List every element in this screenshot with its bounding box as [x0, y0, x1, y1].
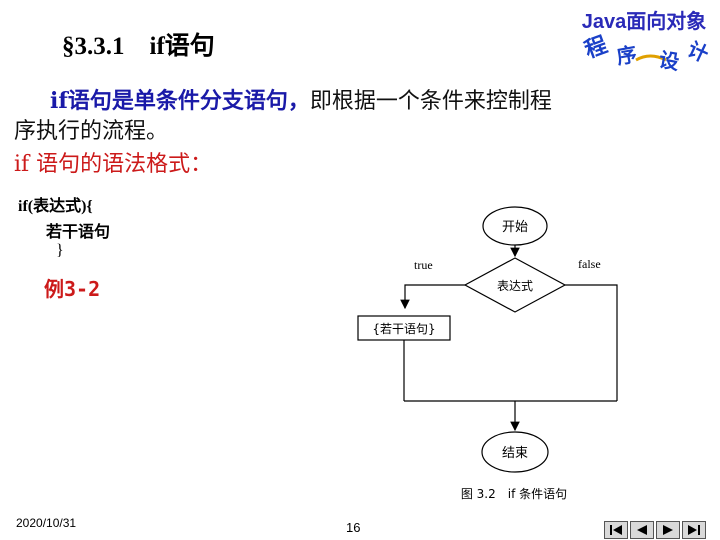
code-line-3: } [56, 242, 64, 259]
example-link[interactable]: 例3-2 [44, 277, 101, 301]
previous-page-icon [637, 525, 647, 535]
if-flowchart: 开始 表达式 true false {若干语句} 结束 图 3.2 if 条件语… [357, 206, 618, 501]
previous-page-button[interactable] [630, 521, 654, 539]
logo-char-1: 程 [582, 33, 611, 64]
logo-char-2: 序 [615, 42, 639, 69]
logo-char-3: 设 [657, 47, 681, 72]
start-node: 开始 [482, 206, 548, 246]
end-label: 结束 [502, 446, 528, 461]
intro-bold-text: if语句是单条件分支语句， [50, 88, 310, 114]
intro-line-1: if语句是单条件分支语句，即根据一个条件来控制程 [50, 86, 552, 117]
slide-navigation [604, 521, 714, 539]
intro-plain-text: 即根据一个条件来控制程 [309, 89, 552, 114]
false-label: false [578, 257, 601, 271]
page-number: 16 [346, 520, 361, 535]
first-page-icon [610, 525, 622, 535]
condition-node: 表达式 [463, 257, 567, 313]
statements-node: {若干语句} [357, 315, 451, 341]
logo-top-text: Java面向对象 [582, 9, 707, 33]
first-page-button[interactable] [604, 521, 628, 539]
intro-line-2: 序执行的流程。 [14, 119, 169, 144]
last-page-icon [688, 525, 700, 535]
statements-label: {若干语句} [372, 322, 435, 336]
start-label: 开始 [502, 220, 528, 235]
figure-caption: 图 3.2 if 条件语句 [461, 487, 567, 501]
last-page-button[interactable] [682, 521, 706, 539]
code-line-1: if(表达式){ [18, 198, 93, 215]
next-page-icon [663, 525, 673, 535]
end-node: 结束 [481, 431, 549, 473]
condition-label: 表达式 [497, 279, 533, 293]
logo-char-4: 计 [684, 37, 712, 67]
footer-date: 2020/10/31 [16, 516, 77, 530]
next-page-button[interactable] [656, 521, 680, 539]
page-title: §3.3.1 if语句 [62, 33, 215, 60]
java-logo: Java面向对象 程 序 设 计 [582, 9, 713, 72]
syntax-heading: if 语句的语法格式： [14, 152, 213, 177]
true-label: true [414, 258, 433, 272]
code-line-2: 若干语句 [46, 224, 111, 241]
